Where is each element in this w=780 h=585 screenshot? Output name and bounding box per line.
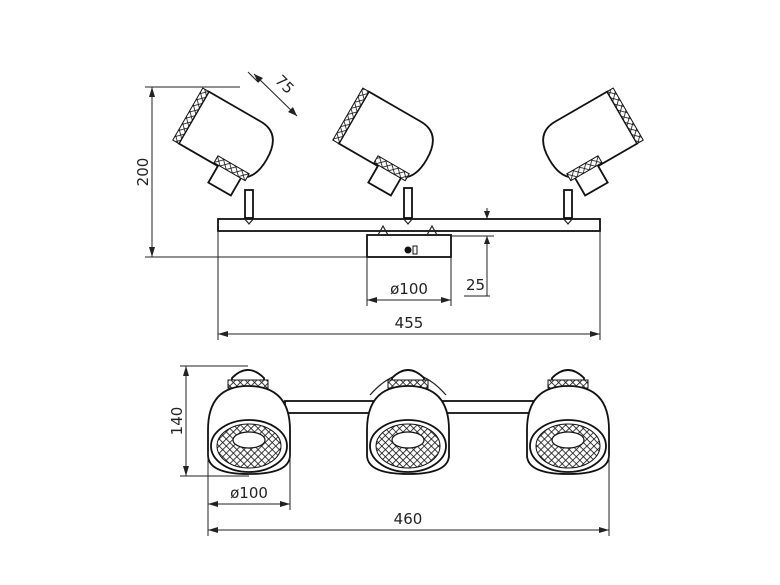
dim-overall-width-label: 460: [394, 510, 423, 528]
dim-head-diameter-label: ø100: [230, 484, 268, 502]
top-view: 140 ø100 460: [168, 365, 610, 536]
dim-plate-diameter: ø100: [366, 257, 452, 306]
spotlight-middle: [332, 87, 434, 225]
spotlight-left: [172, 87, 274, 225]
side-view: 200 75 25 ø100: [134, 71, 644, 340]
dim-bar-length: 455: [217, 231, 601, 340]
dim-overall-width: 460: [207, 455, 610, 536]
dim-total-height-label: 200: [134, 158, 152, 187]
top-head-left: [207, 369, 291, 475]
plate-clip-left: [377, 224, 389, 236]
mounting-bar: [217, 218, 601, 232]
dim-bar-length-label: 455: [395, 314, 424, 332]
plate-screw: [404, 246, 412, 254]
top-head-middle: [366, 369, 450, 475]
dim-head-diameter: ø100: [207, 450, 291, 510]
dim-total-height: 200: [134, 86, 367, 258]
dim-head-size-label: 75: [271, 71, 297, 97]
dim-plate-depth-label: 25: [466, 276, 485, 294]
dim-head-size: 75: [247, 71, 298, 117]
ceiling-plate: [366, 234, 452, 258]
spotlight-right: [542, 87, 644, 225]
dim-plate-diameter-label: ø100: [390, 280, 428, 298]
dim-top-depth-label: 140: [168, 407, 186, 436]
dim-plate-depth: 25: [451, 208, 494, 297]
plate-clip-right: [426, 224, 438, 236]
top-head-right: [526, 369, 610, 475]
plate-switch: [412, 245, 418, 255]
dim-top-depth: 140: [168, 365, 249, 477]
